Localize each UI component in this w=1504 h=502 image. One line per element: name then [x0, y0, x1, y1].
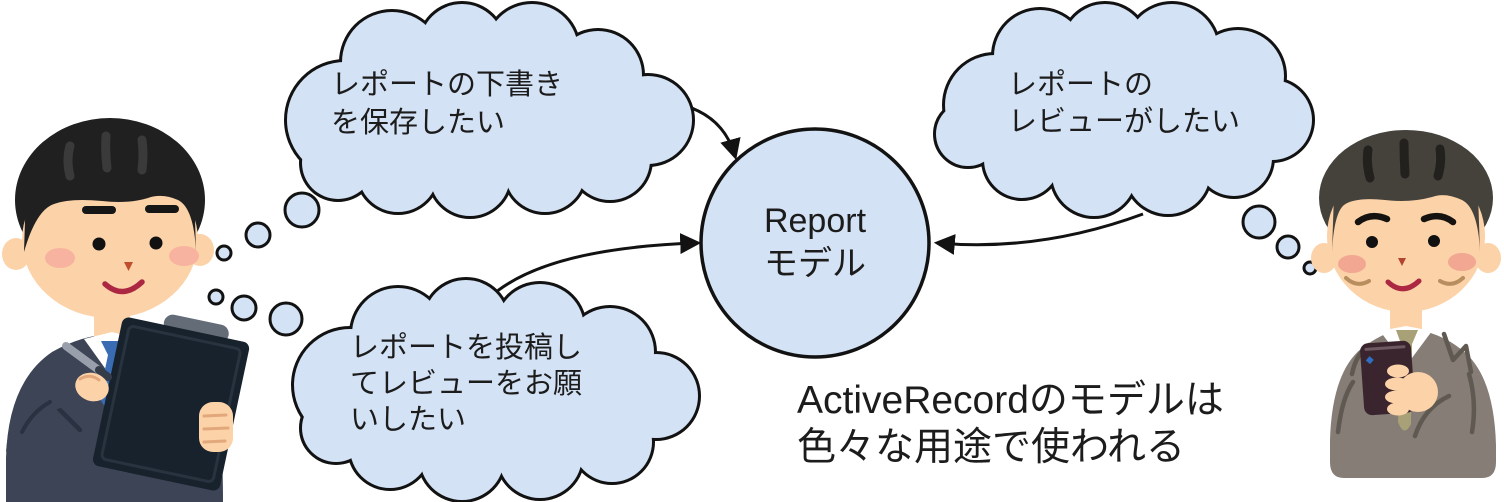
caption-text: ActiveRecordのモデルは 色々な用途で使われる	[797, 379, 1224, 469]
arrow-review-to-model	[933, 212, 1144, 255]
reviewer-figure	[1311, 130, 1501, 478]
bubble-do-review-text: レポートの レビューがしたい	[1008, 69, 1241, 138]
report-model-node	[699, 127, 931, 359]
arrow-submit-review-to-model	[489, 233, 702, 299]
bubble-submit-review-text: レポートを投稿し てレビューをお願 いしたい	[350, 332, 583, 436]
writer-figure	[2, 118, 250, 502]
thought-trail-right	[1241, 204, 1318, 276]
thought-trail-left	[207, 191, 321, 337]
report-model-label: Report モデル	[763, 202, 867, 283]
bubble-save-draft-text: レポートの下書き を保存したい	[331, 69, 564, 139]
